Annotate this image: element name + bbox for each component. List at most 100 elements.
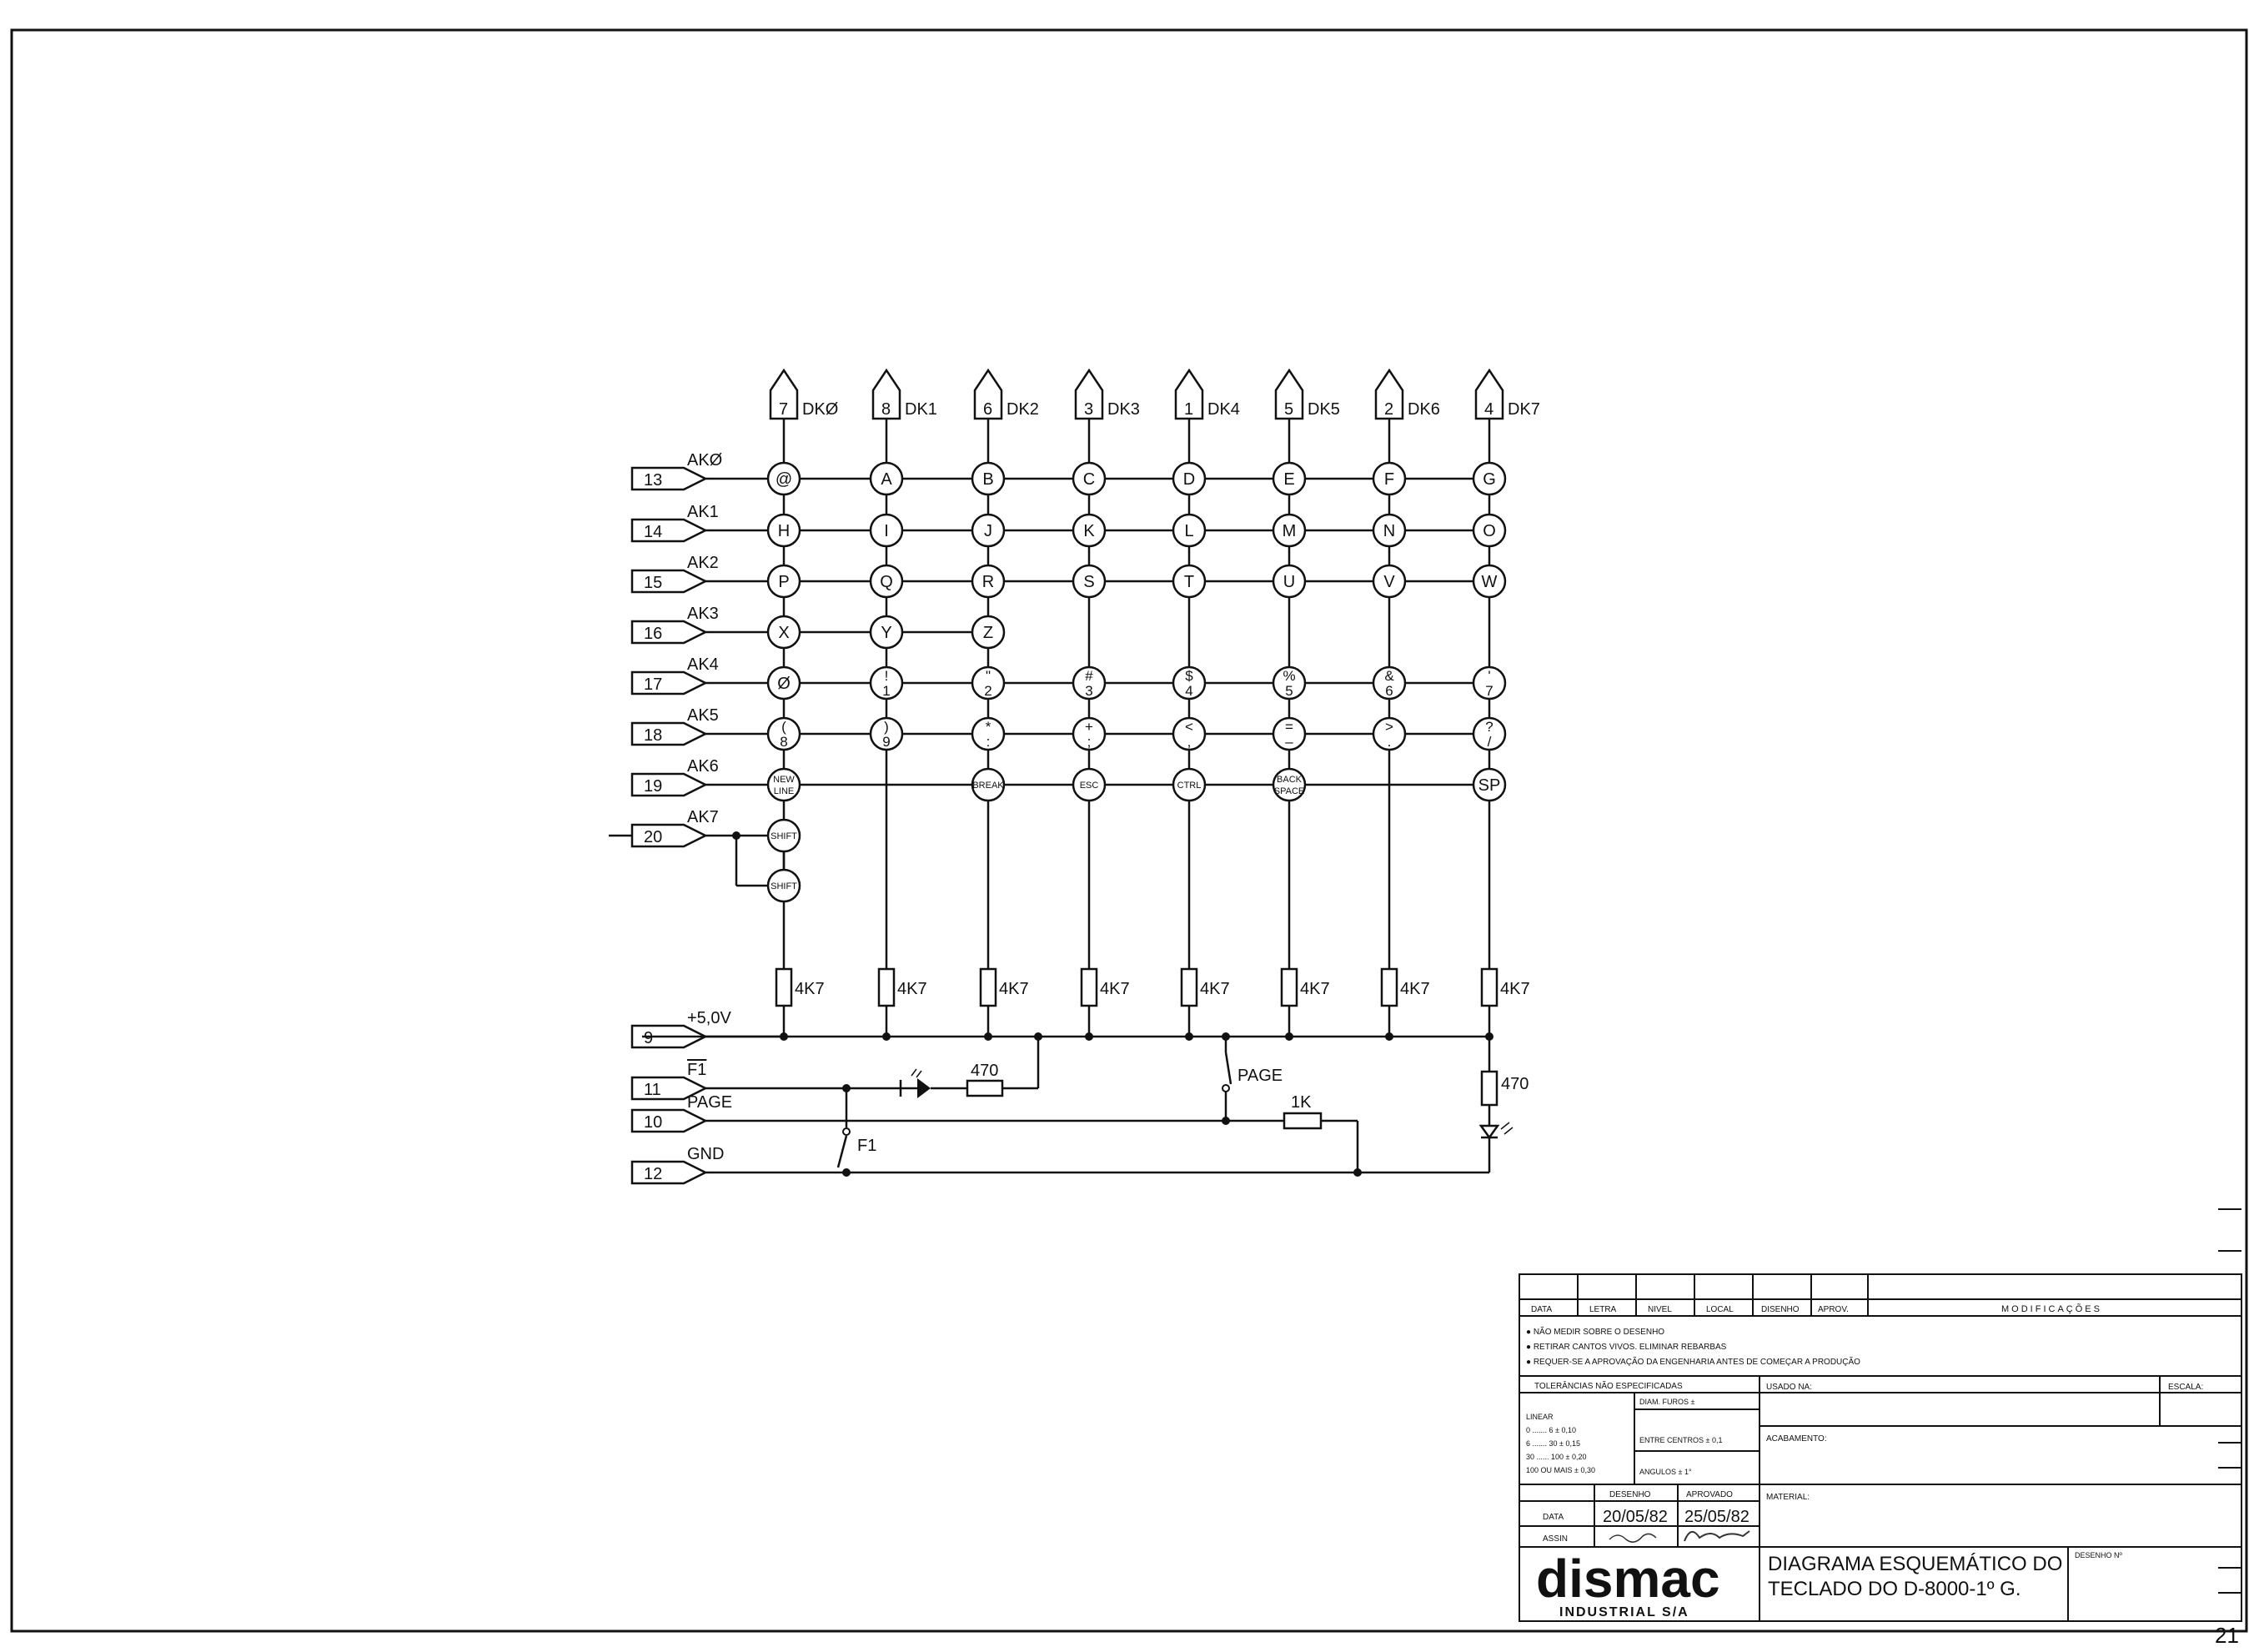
junction-dot <box>780 1032 788 1041</box>
key-switch <box>1172 767 1207 802</box>
diam-furos: DIAM. FUROS ± <box>1639 1398 1695 1406</box>
key-switch <box>1472 716 1507 751</box>
key-switch <box>869 513 904 548</box>
page-number: 21 <box>2215 1623 2239 1648</box>
key-switch <box>971 767 1006 802</box>
column-label: DK4 <box>1207 400 1240 419</box>
key-switch <box>1172 665 1207 700</box>
key-legend: – <box>1285 734 1293 750</box>
key-switch <box>1272 716 1307 751</box>
key-legend: O <box>1483 522 1496 540</box>
power-pin: 9 <box>644 1029 653 1047</box>
drawing-number-label: DESENHO Nº <box>2075 1551 2123 1559</box>
row-label: AK3 <box>687 605 719 623</box>
date-drawn: 20/05/82 <box>1603 1508 1668 1526</box>
column-label: DK5 <box>1308 400 1340 419</box>
key-switch <box>869 716 904 751</box>
key-switch <box>766 665 801 700</box>
key-legend: SHIFT <box>771 881 797 891</box>
row-pin: 13 <box>644 471 662 490</box>
resistor-label: 4K7 <box>999 980 1029 998</box>
key-legend: * <box>986 719 991 735</box>
key-switch <box>1372 564 1407 599</box>
key-switch <box>1072 665 1107 700</box>
key-legend: I <box>884 522 889 540</box>
power-connector <box>630 1024 708 1049</box>
key-switch <box>1472 513 1507 548</box>
signature-approved <box>1684 1530 1750 1542</box>
key-legend: 9 <box>882 734 890 750</box>
led-light-icon <box>911 1068 922 1078</box>
junction-dot <box>1485 1032 1493 1041</box>
key-switch <box>766 767 801 802</box>
junction-dot <box>1285 1032 1293 1041</box>
key-legend: # <box>1085 668 1093 684</box>
power-label: PAGE <box>687 1093 732 1112</box>
pullup-resistor <box>1180 967 1198 1007</box>
rev-header: APROV. <box>1818 1305 1849 1314</box>
angulos: ANGULOS ± 1° <box>1639 1468 1692 1476</box>
note-1: ● NÃO MEDIR SOBRE O DESENHO <box>1526 1326 1664 1337</box>
switch-contact <box>842 1127 851 1136</box>
key-switch <box>1472 564 1507 599</box>
resistor-label: 470 <box>971 1062 998 1080</box>
company-logo: dismac <box>1536 1549 1720 1609</box>
key-legend: ' <box>1488 668 1490 684</box>
key-switch <box>766 513 801 548</box>
resistor-label: 4K7 <box>1100 980 1130 998</box>
tolerance-4: 100 OU MAIS ± 0,30 <box>1526 1466 1595 1474</box>
key-legend: X <box>778 624 789 642</box>
junction-dot <box>1222 1032 1230 1041</box>
power-pin: 10 <box>644 1113 662 1132</box>
key-switch <box>971 513 1006 548</box>
tolerance-3: 30 ...... 100 ± 0,20 <box>1526 1453 1587 1461</box>
row-connector <box>630 721 708 746</box>
data-label: DATA <box>1543 1513 1564 1522</box>
rev-header: DISENHO <box>1761 1305 1800 1314</box>
key-legend: = <box>1285 719 1293 735</box>
column-pin: 5 <box>1284 400 1293 419</box>
key-legend: A <box>881 470 892 489</box>
row-label: AKØ <box>687 451 722 469</box>
key-legend: 1 <box>882 683 890 699</box>
key-legend: L <box>1184 522 1193 540</box>
resistor-label: 4K7 <box>1200 980 1230 998</box>
key-legend: Q <box>880 573 893 591</box>
key-legend: < <box>1185 719 1193 735</box>
junction-dot <box>1085 1032 1093 1041</box>
tolerances-title: TOLERÂNCIAS NÃO ESPECIFICADAS <box>1534 1380 1683 1391</box>
shift-key <box>766 868 801 903</box>
key-switch <box>1072 564 1107 599</box>
key-switch <box>971 665 1006 700</box>
key-legend: NEW <box>773 775 795 785</box>
row-connector <box>630 466 708 491</box>
key-legend: G <box>1483 470 1496 489</box>
key-legend: BACK <box>1277 775 1303 785</box>
usado-na: USADO NA: <box>1766 1383 1812 1392</box>
key-legend: N <box>1383 522 1395 540</box>
key-switch <box>971 615 1006 650</box>
column-connector <box>871 368 901 420</box>
key-legend: Ø <box>777 675 791 693</box>
key-legend: 4 <box>1185 683 1192 699</box>
key-switch <box>1272 461 1307 496</box>
column-connector <box>769 368 799 420</box>
key-legend: ; <box>1087 734 1092 750</box>
rev-header: DATA <box>1531 1305 1553 1314</box>
column-label: DK6 <box>1408 400 1440 419</box>
modifications-label: MODIFICAÇÕES <box>2001 1303 2102 1314</box>
key-switch <box>766 716 801 751</box>
junction-dot <box>732 831 740 840</box>
key-switch <box>1472 767 1507 802</box>
key-legend: 2 <box>984 683 991 699</box>
rev-header: LOCAL <box>1706 1305 1734 1314</box>
key-legend: H <box>778 522 790 540</box>
key-switch <box>1372 716 1407 751</box>
column-connector <box>1474 368 1504 420</box>
pullup-resistor <box>775 967 793 1007</box>
column-label: DK1 <box>905 400 937 419</box>
key-legend: LINE <box>774 786 794 796</box>
key-legend: SPACE <box>1274 786 1304 796</box>
